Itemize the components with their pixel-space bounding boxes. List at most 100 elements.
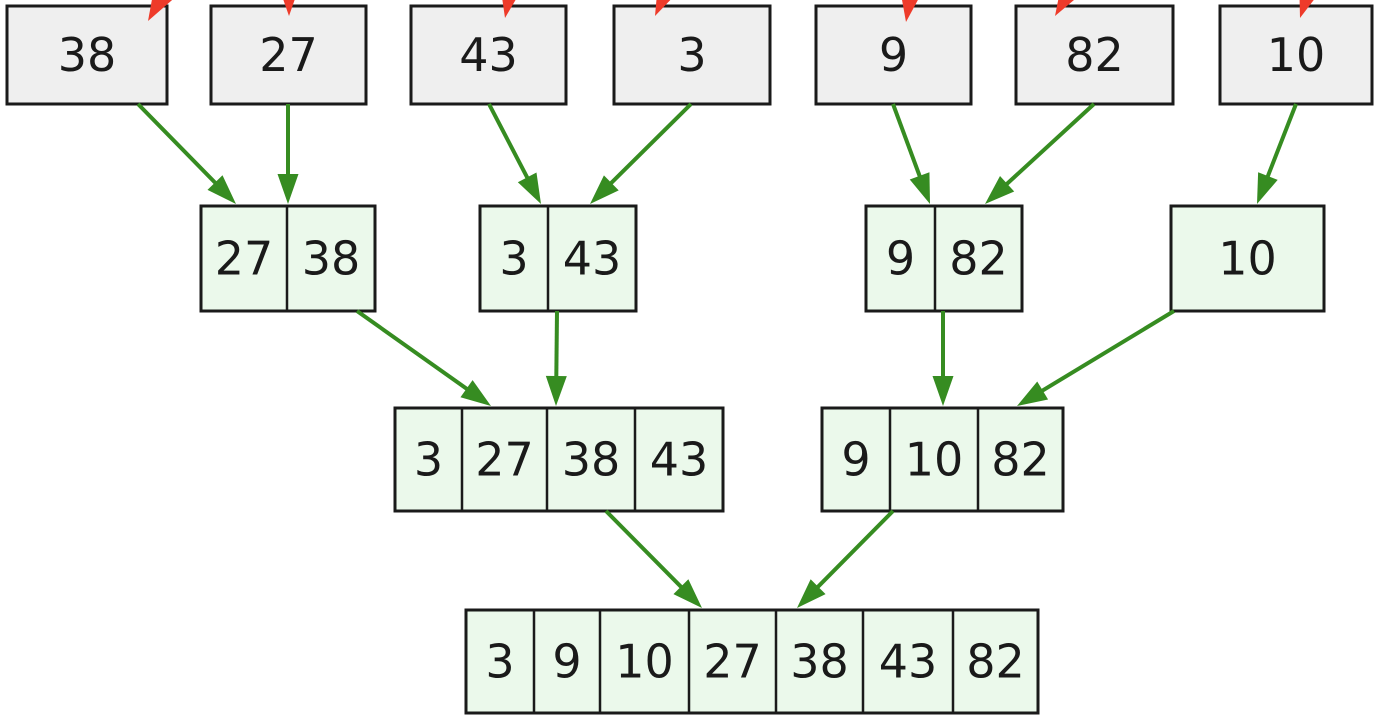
arrow-merge-27-38-to-level3 (355, 309, 491, 406)
input-27-cell-value-0: 27 (259, 28, 318, 82)
arrow-merge-9-10-82-to-final-head (797, 579, 826, 608)
arrow-38-to-merge-27-38-head (207, 175, 236, 204)
split-arrow-into-82-head (1055, 0, 1074, 16)
merge-9-82: 9 82 (864, 204, 1024, 313)
arrow-10-to-merge-10-shaft (1261, 103, 1298, 188)
input-38: 38 (5, 4, 169, 106)
arrow-merge-10-to-level3-shaft (1031, 309, 1176, 399)
arrow-3-to-merge-3-43-head (590, 175, 619, 204)
merge-final-box (464, 608, 1040, 715)
input-10-cell-value-0: 10 (1267, 28, 1326, 82)
input-9-cell-value-0: 9 (879, 28, 908, 82)
input-3: 3 (612, 4, 772, 106)
split-arrow-into-10-head (1299, 0, 1314, 18)
merge-final-cell-value-0: 3 (485, 635, 514, 689)
merge-9-10-82-box (820, 406, 1065, 513)
merge-27-38-cell-value-0: 27 (215, 232, 274, 286)
arrow-merge-3-27-38-43-to-final (604, 509, 702, 608)
input-43-box (409, 4, 568, 106)
input-27: 27 (209, 4, 368, 106)
arrow-10-to-merge-10 (1257, 103, 1298, 204)
merge-3-27-38-43-cell-value-1: 27 (475, 433, 534, 487)
input-3-cell-value-0: 3 (677, 28, 706, 82)
input-43: 43 (409, 4, 568, 106)
arrow-9-to-merge-9-82 (891, 103, 930, 204)
merge-10-cell-value-0: 10 (1218, 232, 1277, 286)
arrow-9-to-merge-9-82-shaft (891, 103, 926, 188)
split-arrow-into-43 (502, 0, 516, 18)
merge-3-43-box (478, 204, 638, 313)
arrow-merge-3-27-38-43-to-final-shaft (604, 509, 691, 597)
arrow-merge-3-27-38-43-to-final-head (673, 579, 702, 608)
split-arrow-into-9-head (902, 0, 918, 22)
arrow-43-to-merge-3-43-shaft (487, 103, 535, 189)
merge-final-cell-value-1: 9 (552, 635, 581, 689)
split-arrow-into-3 (655, 0, 671, 16)
merge-9-10-82-cell-value-1: 10 (905, 433, 964, 487)
split-arrow-into-27 (283, 0, 295, 16)
merge-27-38-cell-value-1: 38 (302, 232, 361, 286)
merge-9-10-82: 9 10 82 (820, 406, 1065, 513)
arrow-merge-9-10-82-to-final-shaft (808, 509, 895, 597)
input-3-box (612, 4, 772, 106)
merge-3-27-38-43-cell-value-3: 43 (650, 433, 709, 487)
input-82-box (1014, 4, 1175, 106)
merge-9-82-cell-value-1: 82 (949, 232, 1008, 286)
merge-3-27-38-43-box (393, 406, 725, 513)
merge-final-cell-value-4: 38 (790, 635, 849, 689)
arrow-merge-9-82-to-level3 (932, 311, 954, 406)
arrow-merge-9-10-82-to-final (797, 509, 895, 608)
merge-3-27-38-43-cell-value-0: 3 (414, 433, 443, 487)
split-arrow-into-10 (1299, 0, 1314, 18)
split-arrow-into-82 (1055, 0, 1074, 16)
split-arrow-into-3-head (655, 0, 671, 16)
split-arrow-into-38-head (148, 0, 173, 21)
merge-10: 10 (1169, 204, 1326, 313)
input-43-cell-value-0: 43 (459, 28, 518, 82)
merge-final-cell-value-2: 10 (615, 635, 674, 689)
merge-3-43-cell-value-1: 43 (563, 232, 622, 286)
merge-arrows (136, 102, 1298, 608)
merge-9-10-82-cell-value-0: 9 (841, 433, 870, 487)
merge-3-27-38-43: 3 27 38 43 (393, 406, 725, 513)
split-arrow-into-38 (148, 0, 173, 21)
input-38-cell-value-0: 38 (58, 28, 117, 82)
arrow-merge-27-38-to-level3-shaft (355, 309, 478, 398)
arrow-merge-10-to-level3-head (1017, 381, 1049, 406)
arrow-82-to-merge-9-82-shaft (996, 102, 1096, 194)
merge-final-cell-value-3: 27 (703, 635, 762, 689)
split-arrow-into-43-head (502, 0, 516, 18)
merge-9-10-82-cell-value-2: 82 (991, 433, 1050, 487)
merge-3-43-cell-value-0: 3 (499, 232, 528, 286)
arrow-3-to-merge-3-43 (590, 102, 693, 204)
input-27-box (209, 4, 368, 106)
merge-9-82-cell-value-0: 9 (886, 232, 915, 286)
arrow-10-to-merge-10-head (1257, 172, 1278, 204)
arrow-82-to-merge-9-82-head (985, 175, 1015, 204)
arrow-merge-3-43-to-level3-shaft (554, 310, 559, 389)
input-38-box (5, 4, 169, 106)
incoming-split-arrows (148, 0, 1314, 22)
arrow-43-to-merge-3-43-head (517, 172, 541, 204)
arrow-27-to-merge-27-38 (277, 104, 299, 204)
input-82: 82 (1014, 4, 1175, 106)
split-arrow-into-9 (902, 0, 918, 22)
input-9: 9 (814, 4, 973, 106)
arrow-merge-27-38-to-level3-head (460, 380, 491, 406)
merge-27-38: 27 38 (199, 204, 377, 313)
arrow-merge-3-43-to-level3-head (545, 375, 567, 406)
arrow-merge-3-43-to-level3 (545, 310, 567, 406)
merge-final-cell-value-6: 82 (966, 635, 1025, 689)
arrow-43-to-merge-3-43 (487, 103, 541, 204)
merge-10-box (1169, 204, 1326, 313)
arrow-merge-9-82-to-level3-head (932, 376, 954, 406)
merge-3-27-38-43-cell-value-2: 38 (562, 433, 621, 487)
merge-3-43: 3 43 (478, 204, 638, 313)
input-10: 10 (1218, 4, 1374, 106)
merge-final-cell-value-5: 43 (879, 635, 938, 689)
arrow-38-to-merge-27-38 (136, 102, 236, 204)
